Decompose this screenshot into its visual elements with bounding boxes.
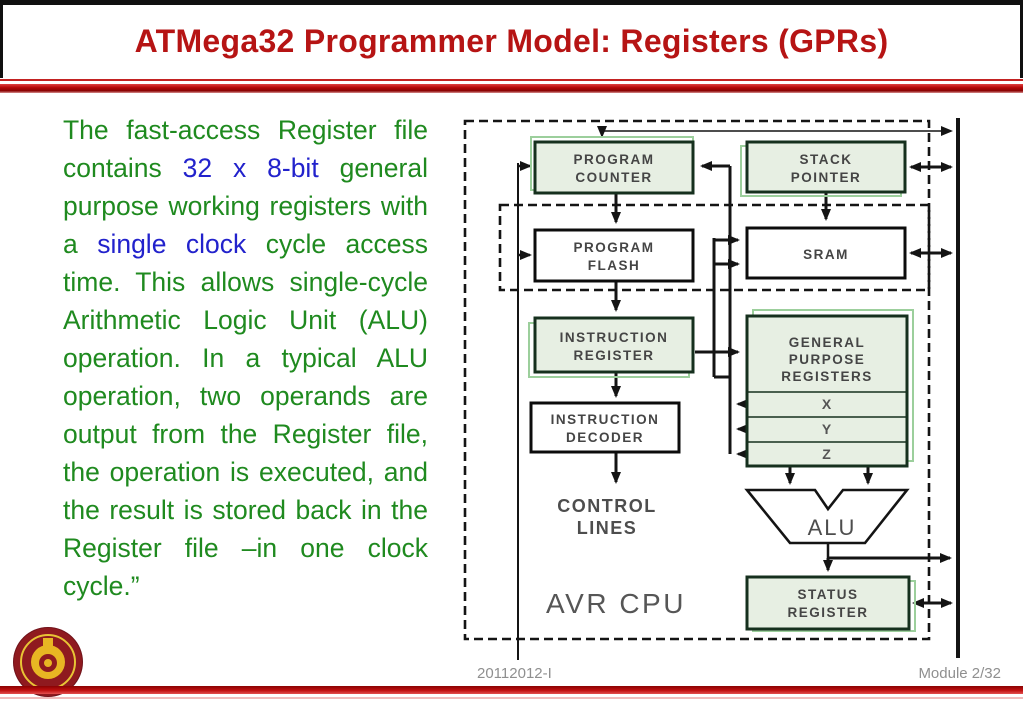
paragraph-highlight-1: 32 x 8-bit <box>182 153 319 183</box>
page-title: ATMega32 Programmer Model: Registers (GP… <box>134 23 889 59</box>
footer-page-indicator: Module 2/32 <box>918 665 1001 682</box>
header-rule-thin <box>0 79 1023 81</box>
svg-text:COUNTER: COUNTER <box>575 170 652 185</box>
instruction-decoder-label: INSTRUCTION <box>551 412 660 427</box>
header-rule-thick <box>0 84 1023 93</box>
paragraph-highlight-2: single clock <box>97 229 247 259</box>
paragraph-text: general purpose working registers with a <box>63 153 428 259</box>
svg-text:DECODER: DECODER <box>566 430 644 445</box>
register-x-label: X <box>822 396 832 412</box>
block-general-purpose-registers: GENERAL PURPOSE REGISTERS X Y Z <box>745 309 914 468</box>
bottom-rule-thick <box>0 686 1023 694</box>
register-y-label: Y <box>822 421 832 437</box>
paragraph-text: cycle access time. This allows single-cy… <box>63 229 428 601</box>
stack-pointer-label: STACK <box>800 152 853 167</box>
paragraph-text: The fast-access Register file contains <box>63 115 428 183</box>
svg-text:REGISTER: REGISTER <box>787 605 868 620</box>
svg-text:REGISTERS: REGISTERS <box>781 369 873 384</box>
control-lines-label: CONTROL LINES <box>557 496 657 538</box>
bottom-rule-thin <box>0 697 1023 699</box>
svg-text:FLASH: FLASH <box>588 258 641 273</box>
svg-text:LINES: LINES <box>577 518 638 538</box>
block-program-flash: PROGRAM FLASH <box>533 228 695 283</box>
block-instruction-decoder: INSTRUCTION DECODER <box>529 401 681 454</box>
instruction-register-label: INSTRUCTION <box>560 330 669 345</box>
sram-label: SRAM <box>803 247 849 262</box>
block-program-counter: PROGRAM COUNTER <box>530 136 695 195</box>
footer-course-code: 20112012-I <box>477 665 552 682</box>
program-flash-label: PROGRAM <box>574 240 655 255</box>
block-status-register: STATUS REGISTER <box>745 575 916 632</box>
body-paragraph: The fast-access Register file contains 3… <box>63 111 428 605</box>
status-register-label: STATUS <box>798 587 859 602</box>
avr-cpu-label: AVR CPU <box>546 588 686 619</box>
svg-text:REGISTER: REGISTER <box>573 348 654 363</box>
svg-text:CONTROL: CONTROL <box>557 496 657 516</box>
block-alu: ALU <box>744 488 910 545</box>
program-counter-label: PROGRAM <box>574 152 655 167</box>
register-z-label: Z <box>822 446 832 462</box>
logo-emblem <box>31 638 65 679</box>
university-logo <box>14 628 82 696</box>
svg-text:PURPOSE: PURPOSE <box>789 352 866 367</box>
block-sram: SRAM <box>745 226 907 280</box>
diagram-connections <box>517 118 960 660</box>
block-instruction-register: INSTRUCTION REGISTER <box>528 316 695 378</box>
logo-ring <box>20 634 76 690</box>
block-stack-pointer: STACK POINTER <box>740 140 907 197</box>
svg-text:POINTER: POINTER <box>791 170 862 185</box>
slide-header: ATMega32 Programmer Model: Registers (GP… <box>0 0 1023 78</box>
gpr-label: GENERAL <box>789 335 866 350</box>
alu-label: ALU <box>808 515 857 540</box>
